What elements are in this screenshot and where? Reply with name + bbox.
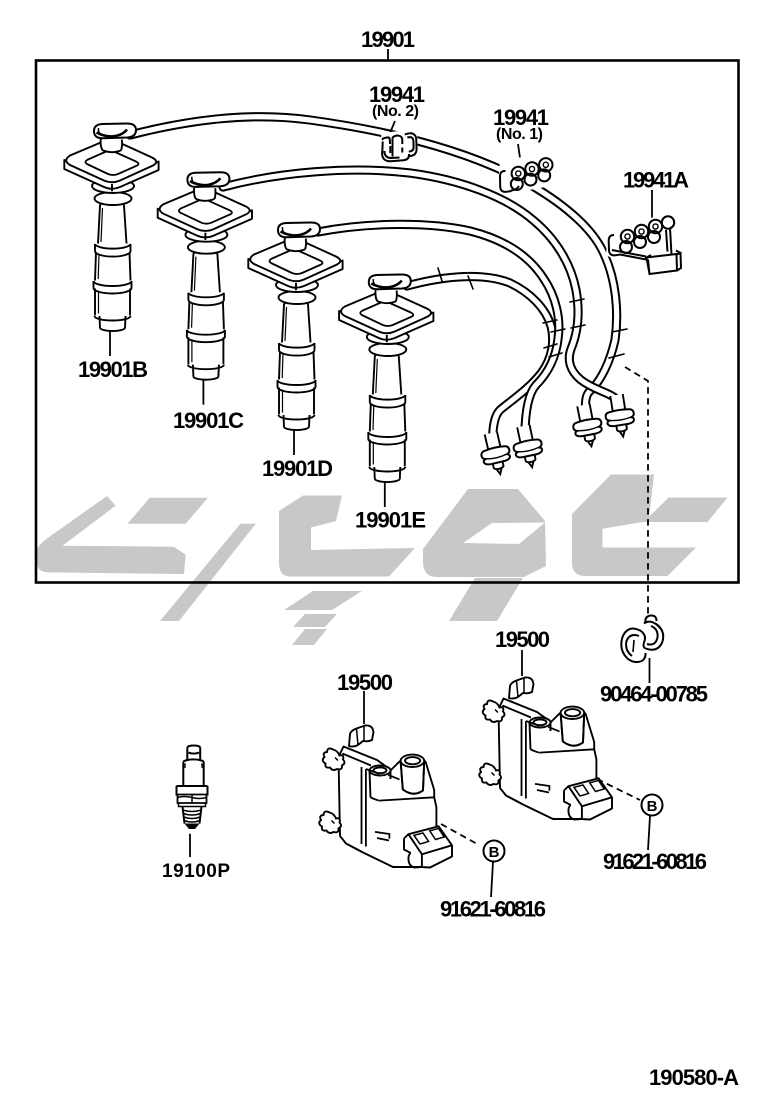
svg-text:(No. 2): (No. 2) <box>372 103 419 120</box>
svg-text:19941: 19941 <box>493 105 549 130</box>
svg-text:190580-A: 190580-A <box>649 1065 739 1090</box>
svg-text:19100P: 19100P <box>162 861 230 882</box>
svg-text:(No. 1): (No. 1) <box>496 126 543 143</box>
svg-text:19500: 19500 <box>495 627 550 652</box>
svg-text:19901C: 19901C <box>173 408 244 433</box>
svg-text:19901: 19901 <box>361 27 415 52</box>
svg-text:B: B <box>647 798 658 815</box>
svg-text:19500: 19500 <box>337 670 393 695</box>
svg-text:B: B <box>489 844 500 861</box>
svg-text:19941: 19941 <box>369 82 425 107</box>
svg-text:19901D: 19901D <box>262 456 333 481</box>
svg-text:19901E: 19901E <box>355 508 426 533</box>
svg-text:91621-60816: 91621-60816 <box>603 849 707 874</box>
svg-text:19901B: 19901B <box>78 357 148 382</box>
svg-text:19941A: 19941A <box>623 168 689 193</box>
svg-text:90464-00785: 90464-00785 <box>600 682 708 707</box>
svg-text:91621-60816: 91621-60816 <box>440 897 546 922</box>
